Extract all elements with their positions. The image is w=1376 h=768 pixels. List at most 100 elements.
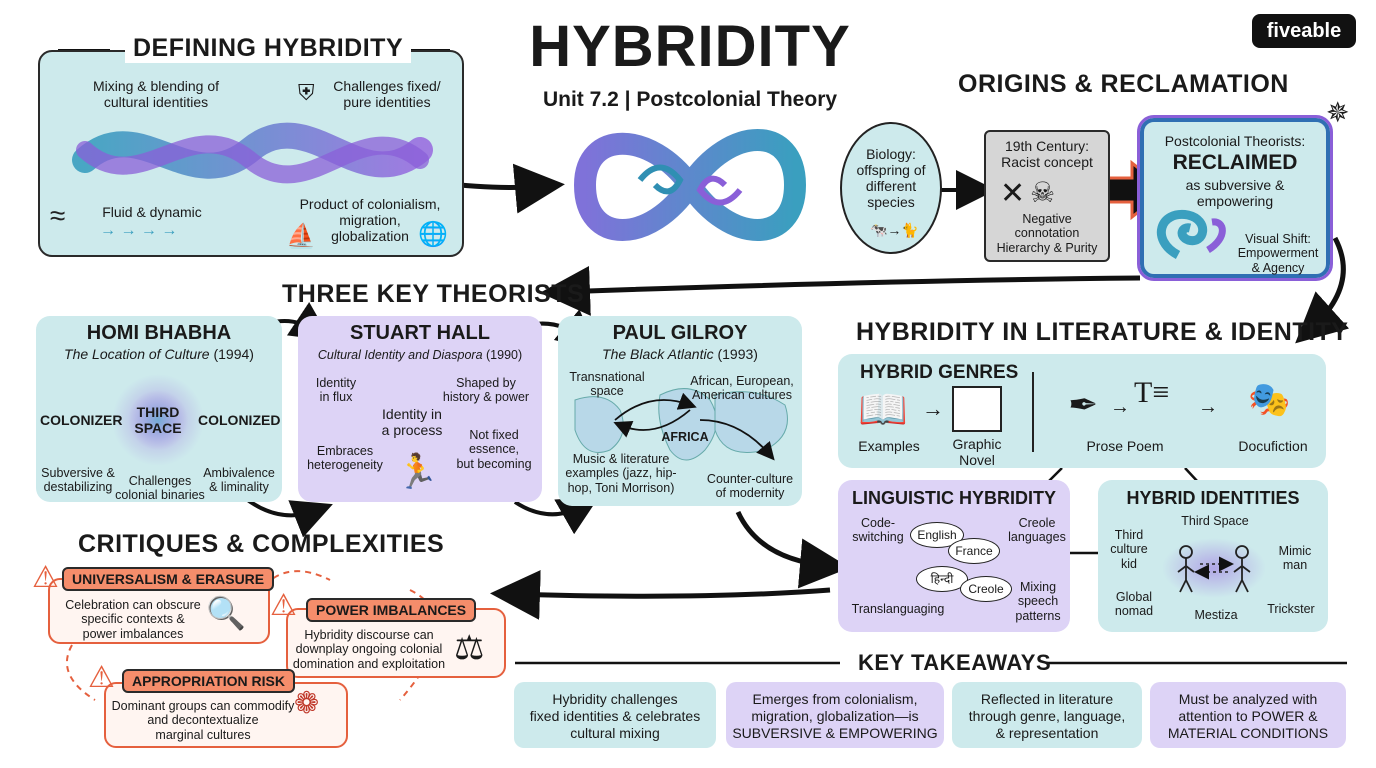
theorists-heading: THREE KEY THEORISTS bbox=[282, 280, 585, 308]
scales-icon: ⚖ bbox=[454, 629, 485, 667]
identities-heading: HYBRID IDENTITIES bbox=[1126, 488, 1300, 508]
bhabha-work-title: The Location of Culture bbox=[64, 346, 210, 362]
takeaway-3: Reflected in literature through genre, l… bbox=[952, 682, 1142, 748]
takeaway-4: Must be analyzed with attention to POWER… bbox=[1150, 682, 1346, 748]
divider bbox=[1032, 372, 1034, 452]
power-title: POWER IMBALANCES bbox=[306, 598, 477, 622]
bhabha-name: HOMI BHABHA bbox=[86, 322, 232, 344]
hall-flux: Identity in flux bbox=[315, 376, 357, 405]
genre-prose: Prose Poem bbox=[1086, 438, 1164, 454]
bhabha-challenges: Challenges colonial binaries bbox=[115, 474, 205, 503]
arrow-right-icon: → bbox=[1110, 396, 1130, 418]
hall-embraces: Embraces heterogeneity bbox=[307, 444, 383, 473]
gilroy-work-title: The Black Atlantic bbox=[602, 346, 714, 362]
id-mestiza: Mestiza bbox=[1194, 608, 1238, 622]
challenges-text: Challenges fixed/ pure identities bbox=[333, 78, 441, 111]
bhabha-ambivalence: Ambivalence & liminality bbox=[203, 466, 275, 495]
appropriation-title: APPROPRIATION RISK bbox=[122, 669, 295, 693]
hall-notfixed: Not fixed essence, but becoming bbox=[456, 428, 532, 471]
gilroy-africa: AFRICA bbox=[661, 430, 709, 444]
shield-icon: ⛨ bbox=[298, 80, 315, 105]
century-text: 19th Century: Racist concept bbox=[1001, 138, 1093, 171]
shift-text: Visual Shift: Empowerment & Agency bbox=[1237, 232, 1319, 275]
century-box bbox=[984, 130, 1110, 262]
gilroy-year: (1993) bbox=[713, 346, 758, 362]
arrow-right-icon: → bbox=[922, 396, 944, 421]
magnifier-icon: 🔍 bbox=[206, 595, 246, 631]
hall-panel bbox=[298, 316, 542, 502]
mixing-text: Mixing & blending of cultural identities bbox=[92, 78, 220, 111]
biology-text: Biology: offspring of different species bbox=[856, 146, 926, 211]
third-space-label: THIRD SPACE bbox=[134, 404, 182, 437]
gilroy-music: Music & literature examples (jazz, hip- … bbox=[565, 452, 677, 495]
quill-icon: ✒ bbox=[1068, 384, 1099, 425]
literature-heading: HYBRIDITY IN LITERATURE & IDENTITY bbox=[856, 318, 1349, 346]
power-text: Hybridity discourse can downplay ongoing… bbox=[292, 628, 446, 671]
speech-bubble-hindi: हिन्दी bbox=[916, 566, 968, 592]
animals-icon: 🐄→🐈 bbox=[870, 222, 919, 238]
brand-logo[interactable]: fiveable bbox=[1252, 14, 1356, 48]
hall-shaped: Shaped by history & power bbox=[442, 376, 530, 405]
warning-icon: ⚠ bbox=[270, 589, 297, 622]
genre-graphic: Graphic Novel bbox=[952, 436, 1002, 469]
universalism-title: UNIVERSALISM & ERASURE bbox=[62, 567, 275, 591]
masks-icon: 🎭 bbox=[1248, 381, 1291, 419]
colonized-label: COLONIZED bbox=[198, 412, 281, 428]
x-mark-icon: ✕ bbox=[1000, 177, 1026, 210]
gilroy-name: PAUL GILROY bbox=[612, 322, 748, 344]
arrow-right-icon: → bbox=[1198, 396, 1218, 418]
genre-docu: Docufiction bbox=[1238, 438, 1308, 454]
arrows-flow-icon: → → → → bbox=[100, 222, 178, 239]
linguistic-heading: LINGUISTIC HYBRIDITY bbox=[851, 488, 1056, 508]
speech-bubble-creole: Creole bbox=[960, 576, 1012, 602]
globe-icon: 🌐 bbox=[418, 221, 448, 248]
product-text: Product of colonialism, migration, globa… bbox=[299, 196, 441, 245]
skull-icon: ☠ bbox=[1030, 177, 1056, 208]
takeaways-heading: KEY TAKEAWAYS bbox=[858, 650, 1052, 675]
appropriation-text: Dominant groups can commodify and decont… bbox=[111, 699, 295, 742]
ling-code: Code- switching bbox=[852, 516, 904, 545]
wave-icon: ≈ bbox=[50, 200, 66, 231]
gilroy-transnational: Transnational space bbox=[569, 370, 645, 399]
ship-icon: ⛵ bbox=[286, 223, 316, 250]
id-tck: Third culture kid bbox=[1110, 528, 1148, 571]
gilroy-work: The Black Atlantic (1993) bbox=[558, 346, 802, 362]
gilroy-cultures: African, European, American cultures bbox=[690, 374, 794, 403]
walking-person-icon: 🏃 bbox=[396, 453, 439, 491]
fluid-text: Fluid & dynamic bbox=[102, 204, 202, 220]
id-third-space: Third Space bbox=[1181, 514, 1249, 528]
bhabha-subversive: Subversive & destabilizing bbox=[41, 466, 115, 495]
genre-examples: Examples bbox=[858, 438, 920, 454]
id-mimic: Mimic man bbox=[1278, 544, 1312, 573]
ling-trans: Translanguaging bbox=[851, 602, 945, 616]
book-icon: 📖 bbox=[858, 388, 908, 432]
warning-icon: ⚠ bbox=[88, 661, 115, 694]
reclaimed-text: RECLAIMED bbox=[1172, 151, 1298, 174]
comic-icon bbox=[952, 386, 1002, 432]
starburst-icon: ✵ bbox=[1326, 97, 1350, 128]
bhabha-year: (1994) bbox=[209, 346, 254, 362]
gilroy-counter: Counter-culture of modernity bbox=[706, 472, 794, 501]
hand-icon: ❁ bbox=[294, 687, 320, 720]
takeaway-1: Hybridity challenges fixed identities & … bbox=[514, 682, 716, 748]
takeaway-2: Emerges from colonialism, migration, glo… bbox=[726, 682, 944, 748]
id-trickster: Trickster bbox=[1267, 602, 1315, 616]
warning-icon: ⚠ bbox=[32, 561, 59, 594]
ling-creole-lang: Creole languages bbox=[1008, 516, 1066, 545]
colonizer-label: COLONIZER bbox=[40, 412, 123, 428]
text-lines-icon: T≡ bbox=[1134, 376, 1170, 409]
page-title: HYBRIDITY bbox=[529, 14, 851, 79]
genres-panel bbox=[838, 354, 1326, 468]
speech-bubble-france: France bbox=[948, 538, 1000, 564]
id-global: Global nomad bbox=[1114, 590, 1154, 619]
subversive-text: as subversive & empowering bbox=[1185, 177, 1285, 210]
origins-heading: ORIGINS & RECLAMATION bbox=[958, 70, 1289, 98]
hall-year: (1990) bbox=[482, 348, 523, 362]
page-subtitle: Unit 7.2 | Postcolonial Theory bbox=[542, 88, 838, 111]
bhabha-work: The Location of Culture (1994) bbox=[36, 346, 282, 362]
ling-mixing: Mixing speech patterns bbox=[1015, 580, 1061, 623]
negative-text: Negative connotation Hierarchy & Purity bbox=[996, 212, 1098, 255]
pc-label: Postcolonial Theorists: bbox=[1164, 133, 1306, 149]
hall-work: Cultural Identity and Diaspora (1990) bbox=[298, 348, 542, 362]
